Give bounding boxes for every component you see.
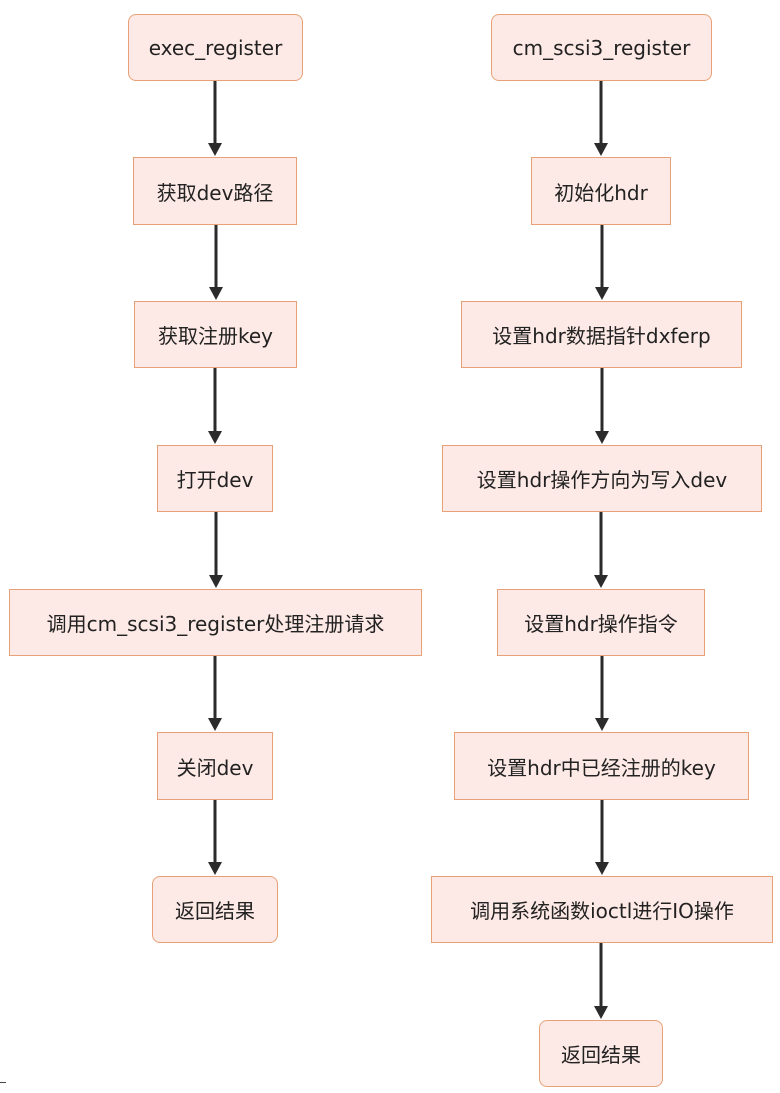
node-set-hdr-dxferp: 设置hdr数据指针dxferp (461, 301, 742, 368)
edge-arrowhead-L5-L6 (208, 862, 222, 875)
node-close-dev: 关闭dev (157, 732, 273, 800)
node-call-ioctl: 调用系统函数ioctl进行IO操作 (431, 876, 773, 943)
edge-arrowhead-R5-R6 (595, 862, 609, 875)
edge-arrowhead-L0-L1 (208, 143, 222, 156)
edge-arrowhead-L2-L3 (208, 431, 222, 444)
corner-mark (0, 1082, 6, 1083)
node-open-dev: 打开dev (157, 445, 273, 512)
node-return-result-left: 返回结果 (152, 876, 278, 943)
node-cm-scsi3-register: cm_scsi3_register (491, 14, 712, 81)
node-exec-register: exec_register (128, 14, 303, 81)
node-get-register-key: 获取注册key (134, 301, 297, 368)
edge-arrowhead-R6-R7 (594, 1006, 608, 1019)
node-set-hdr-direction: 设置hdr操作方向为写入dev (442, 445, 762, 512)
edge-arrowhead-L1-L2 (209, 287, 223, 300)
edge-arrowhead-R1-R2 (595, 287, 609, 300)
edge-arrowhead-R2-R3 (595, 431, 609, 444)
node-init-hdr: 初始化hdr (531, 157, 671, 225)
node-return-result-right: 返回结果 (539, 1020, 663, 1087)
edge-arrowhead-L4-L5 (208, 718, 222, 731)
node-call-cm-scsi3-register: 调用cm_scsi3_register处理注册请求 (9, 589, 422, 656)
edge-arrowhead-R4-R5 (595, 718, 609, 731)
edge-arrowhead-R3-R4 (594, 575, 608, 588)
node-set-hdr-key: 设置hdr中已经注册的key (454, 732, 749, 800)
edge-arrowhead-R0-R1 (594, 143, 608, 156)
node-set-hdr-command: 设置hdr操作指令 (497, 589, 705, 656)
node-get-dev-path: 获取dev路径 (133, 157, 297, 225)
edge-arrowhead-L3-L4 (209, 575, 223, 588)
